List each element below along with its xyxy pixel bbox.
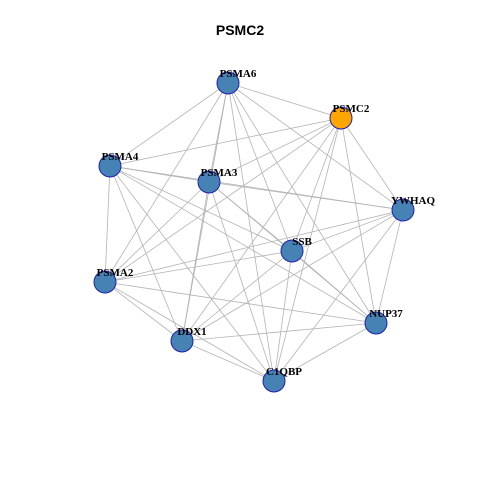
edge-psma3-c1qbp <box>208 181 275 382</box>
edge-psma4-c1qbp <box>109 165 275 382</box>
edge-psma2-nup37 <box>104 281 377 324</box>
edge-ywhaq-nup37 <box>375 209 404 324</box>
edge-nup37-ddx1 <box>181 322 377 342</box>
node-label-psmc2: PSMC2 <box>333 103 370 115</box>
edge-ywhaq-ddx1 <box>181 209 404 342</box>
edge-ssb-nup37 <box>291 250 377 324</box>
node-label-ddx1: DDX1 <box>177 326 206 338</box>
edge-ywhaq-c1qbp <box>273 209 404 382</box>
edge-psma2-ddx1 <box>104 281 183 342</box>
edge-psmc2-psma2 <box>104 117 342 283</box>
edge-psma6-ywhaq <box>227 82 404 211</box>
node-psma3[interactable] <box>197 170 221 194</box>
node-label-nup37: NUP37 <box>369 308 403 320</box>
edge-psmc2-ddx1 <box>181 117 342 342</box>
edge-psma3-ywhaq <box>208 181 404 211</box>
node-ssb[interactable] <box>280 239 304 263</box>
edge-ywhaq-psma2 <box>104 209 404 283</box>
node-ywhaq[interactable] <box>391 198 415 222</box>
edge-psma4-psma2 <box>104 165 111 283</box>
edge-ddx1-c1qbp <box>181 340 275 382</box>
node-label-psma2: PSMA2 <box>97 267 134 279</box>
node-label-psma6: PSMA6 <box>220 68 257 80</box>
edge-psma6-nup37 <box>227 82 377 324</box>
edge-psma6-psmc2 <box>227 82 342 119</box>
edge-ssb-ddx1 <box>181 250 293 342</box>
node-ddx1[interactable] <box>170 329 194 353</box>
edge-psma2-c1qbp <box>104 281 275 382</box>
edge-psmc2-c1qbp <box>273 117 342 382</box>
edge-psma6-psma4 <box>109 82 229 167</box>
node-nup37[interactable] <box>364 311 388 335</box>
edge-psmc2-psma3 <box>208 117 342 183</box>
edge-psma4-nup37 <box>109 165 377 324</box>
edge-psma6-ssb <box>227 82 293 252</box>
edge-ywhaq-ssb <box>291 209 404 252</box>
edge-ssb-psma2 <box>104 250 293 283</box>
node-psma4[interactable] <box>98 154 122 178</box>
edge-psmc2-ssb <box>291 117 342 252</box>
diagram-title: PSMC2 <box>216 22 264 38</box>
edge-psma3-psma2 <box>104 181 210 283</box>
node-c1qbp[interactable] <box>262 369 286 393</box>
node-label-c1qbp: C1QBP <box>266 366 302 378</box>
edge-nup37-c1qbp <box>273 322 377 382</box>
edge-psma4-ddx1 <box>109 165 183 342</box>
node-layer <box>93 71 415 393</box>
edge-psma4-ssb <box>109 165 293 252</box>
node-label-psma3: PSMA3 <box>201 167 238 179</box>
edge-psmc2-psma4 <box>109 117 342 167</box>
edge-ssb-c1qbp <box>273 250 293 382</box>
node-label-psma4: PSMA4 <box>102 151 139 163</box>
edge-layer <box>104 82 404 382</box>
node-label-ywhaq: YWHAQ <box>391 195 435 207</box>
node-psma2[interactable] <box>93 270 117 294</box>
edge-psma6-psma2 <box>104 82 229 283</box>
edge-psma3-ddx1 <box>181 181 210 342</box>
node-psma6[interactable] <box>216 71 240 95</box>
node-label-ssb: SSB <box>292 236 312 248</box>
node-psmc2[interactable] <box>329 106 353 130</box>
edge-psmc2-ywhaq <box>340 117 404 211</box>
